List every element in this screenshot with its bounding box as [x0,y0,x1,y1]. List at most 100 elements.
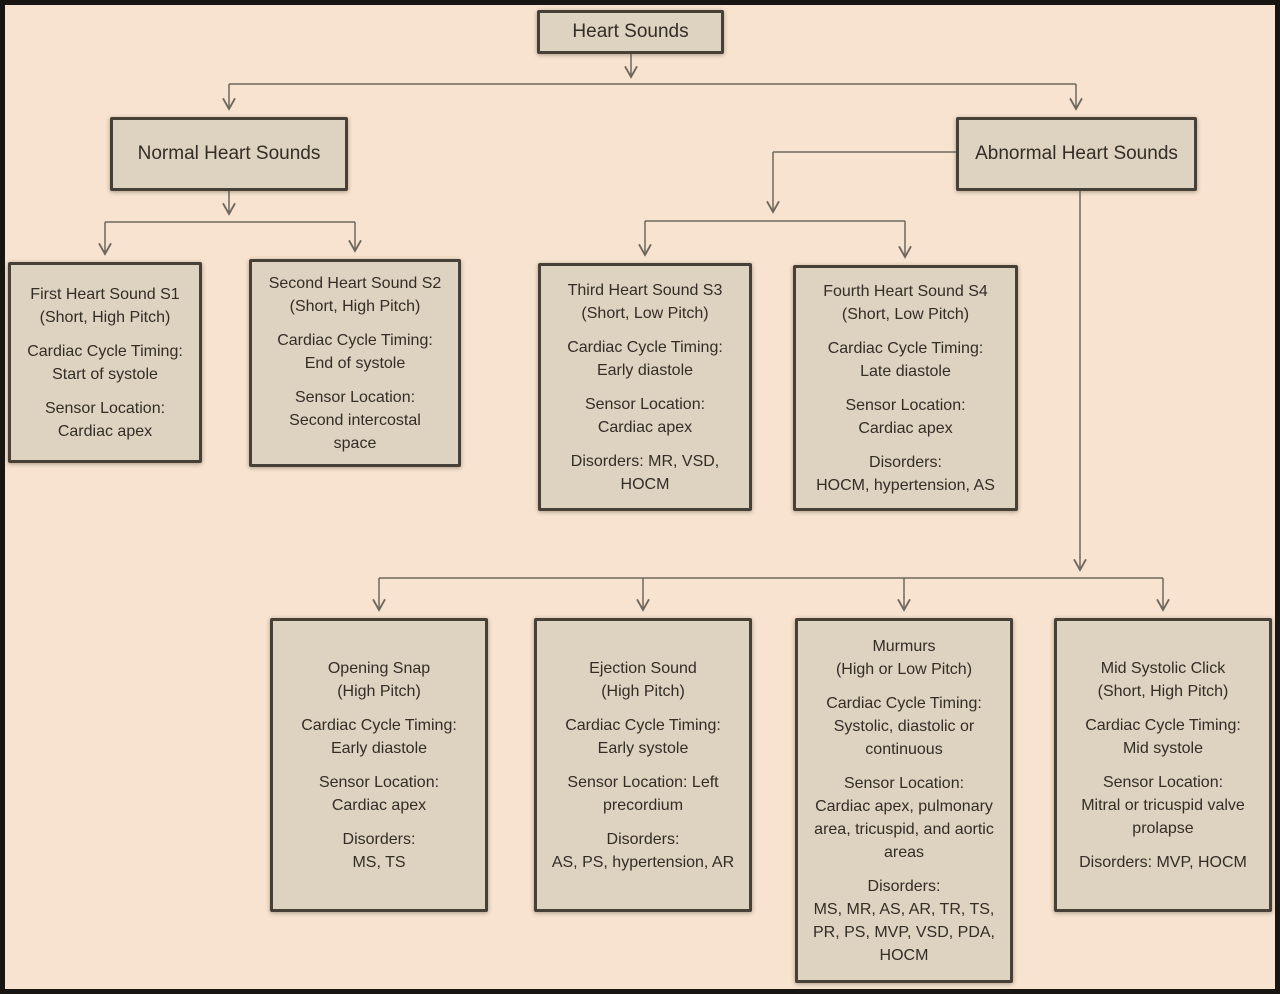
node-text-line: Ejection Sound [589,659,697,677]
node-ejection-sound: Ejection Sound (High Pitch) Cardiac Cycle … [534,618,752,912]
node-text-line: Second intercostal [289,411,421,429]
node-section: Murmurs (High or Low Pitch) [836,635,972,681]
node-text-line: HOCM [620,475,670,493]
node-text-line: AS, PS, hypertension, AR [551,853,735,871]
node-text-line: Sensor Location: [318,773,440,791]
node-text-line: (High or Low Pitch) [835,660,973,678]
node-text-line: Mid systole [1122,739,1203,757]
node-text-line: Sensor Location: [44,399,166,417]
node-text-line: Disorders: [867,877,941,895]
node-opening-snap: Opening Snap (High Pitch) Cardiac Cycle Ti… [270,618,488,912]
node-text-line: Cardiac Cycle Timing: [301,716,457,734]
node-text-line: Cardiac Cycle Timing: [565,716,721,734]
node-text-line: Sensor Location: [1102,773,1224,791]
flowchart-canvas: Heart Sounds Normal Heart Sounds Abnorma… [5,5,1275,989]
node-text-line: Sensor Location: [584,395,706,413]
node-text-line: (Short, Low Pitch) [841,305,970,323]
node-text-line: Late diastole [860,362,951,380]
node-text-line: End of systole [304,354,406,372]
node-heart-sounds: Heart Sounds [537,10,724,54]
node-section: Cardiac Cycle Timing: Early diastole [301,714,457,760]
node-section: Sensor Location:Cardiac apex [845,394,965,440]
node-text-line: Cardiac Cycle Timing: [277,331,433,349]
node-second-heart-sound-s2: Second Heart Sound S2 (Short, High Pitch)… [249,259,461,467]
connector-lines [98,54,1170,612]
node-text-line: prolapse [1132,819,1194,837]
node-third-heart-sound-s3: Third Heart Sound S3 (Short, Low Pitch) Ca… [538,263,752,511]
node-abnormal-heart-sounds-label: Abnormal Heart Sounds [975,143,1178,164]
node-text-line: Sensor Location: [845,396,966,414]
node-text-line: (Short, High Pitch) [39,308,171,326]
node-text-line: (Short, Low Pitch) [581,304,709,322]
node-text-line: (Short, High Pitch) [289,297,421,315]
node-section: First Heart Sound S1 (Short, High Pitch) [30,283,179,329]
node-text-line: Early diastole [330,739,428,757]
node-text-line: (High Pitch) [601,682,685,700]
node-text-line: Disorders: [342,830,416,848]
node-text-line: Murmurs [872,637,936,655]
node-section: Disorders: MVP, HOCM [1079,851,1247,874]
node-section: Second Heart Sound S2 (Short, High Pitch) [269,272,442,318]
node-normal-heart-sounds: Normal Heart Sounds [110,117,348,191]
node-section: Fourth Heart Sound S4 (Short, Low Pitch) [823,280,988,326]
node-text-line: space [333,434,377,452]
node-section: Sensor Location: Second intercostal space [289,386,421,455]
node-text-line: areas [883,843,925,861]
node-text-line: HOCM, hypertension, AS [816,476,995,494]
node-section: Disorders: AS, PS, hypertension, AR [552,828,734,874]
node-section: Ejection Sound (High Pitch) [589,657,697,703]
node-text-line: Disorders: MVP, HOCM [1079,853,1247,871]
node-text-line: Early diastole [596,361,694,379]
node-section: Disorders: MS, MR, AS, AR, TR, TS, PR, PS,… [813,875,995,967]
node-text-line: Cardiac Cycle Timing: [826,694,982,712]
node-text-line: Sensor Location: [843,774,965,792]
node-heart-sounds-label: Heart Sounds [572,21,689,42]
node-text-line: Systolic, diastolic or [833,717,975,735]
node-first-heart-sound-s1: First Heart Sound S1 (Short, High Pitch) C… [8,262,202,463]
node-section: Sensor Location: Cardiac apex [319,771,439,817]
node-text-line: precordium [602,796,684,814]
node-section: Cardiac Cycle Timing: End of systole [277,329,433,375]
node-text-line: Disorders: [869,453,942,471]
node-text-line: Second Heart Sound S2 [268,274,442,292]
node-text-line: Sensor Location: [294,388,416,406]
node-text-line: Cardiac apex [57,422,153,440]
node-section: Sensor Location: Cardiac apex [45,397,165,443]
node-fourth-heart-sound-s4: Fourth Heart Sound S4 (Short, Low Pitch) C… [793,265,1018,511]
node-section: Disorders:MS, TS [343,828,416,874]
node-text-line: area, tricuspid, and aortic [814,820,994,838]
node-text-line: continuous [865,740,943,758]
node-text-line: MS, MR, AS, AR, TR, TS, [813,900,995,918]
node-section: Sensor Location: Cardiac apex [585,393,705,439]
node-text-line: Cardiac apex [597,418,693,436]
node-section: Opening Snap (High Pitch) [328,657,430,703]
node-section: Cardiac Cycle Timing: Early systole [565,714,721,760]
node-text-line: HOCM [879,946,929,964]
node-text-line: Cardiac apex [331,796,427,814]
node-text-line: (Short, High Pitch) [1097,682,1229,700]
node-text-line: Disorders: MR, VSD, [570,452,720,470]
node-murmurs: Murmurs (High or Low Pitch) Cardiac Cycle … [795,618,1013,983]
node-section: Cardiac Cycle Timing:Start of systole [27,340,183,386]
node-text-line: Disorders: [606,830,680,848]
node-text-line: Mitral or tricuspid valve [1081,796,1245,814]
node-text-line: Opening Snap [327,659,431,677]
node-text-line: PR, PS, MVP, VSD, PDA, [813,923,995,941]
node-text-line: Fourth Heart Sound S4 [823,282,988,300]
node-section: Disorders: MR, VSD, HOCM [571,450,719,496]
node-section: Cardiac Cycle Timing: Mid systole [1085,714,1241,760]
node-normal-heart-sounds-label: Normal Heart Sounds [137,143,321,164]
node-text-line: Third Heart Sound S3 [567,281,723,299]
connector-group [98,54,1170,612]
node-text-line: Cardiac Cycle Timing: [567,338,723,356]
node-section: Cardiac Cycle Timing: Early diastole [567,336,723,382]
node-section: Cardiac Cycle Timing:Late diastole [828,337,984,383]
node-text-line: Cardiac Cycle Timing: [1085,716,1241,734]
node-text-line: Early systole [597,739,689,757]
node-section: Disorders: HOCM, hypertension, AS [816,451,995,497]
node-text-line: First Heart Sound S1 [30,285,180,303]
node-text-line: (High Pitch) [337,682,421,700]
node-section: Mid Systolic Click(Short, High Pitch) [1098,657,1229,703]
